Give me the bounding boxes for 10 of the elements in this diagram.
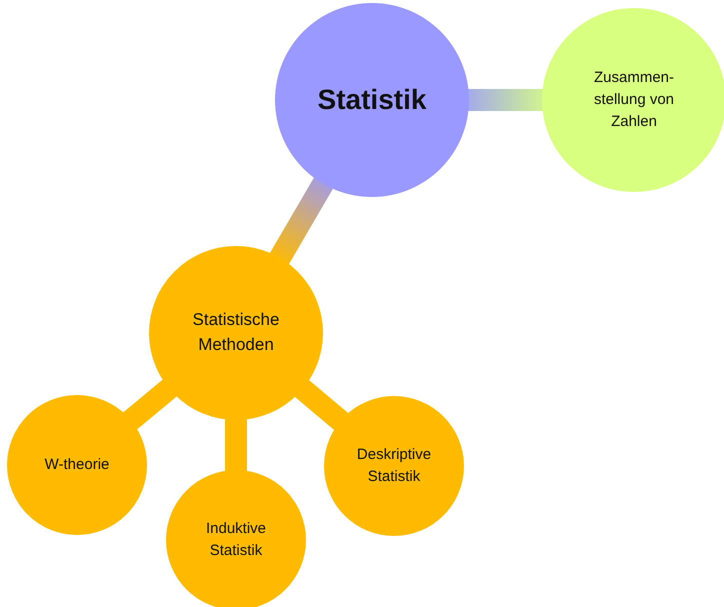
branch-connector bbox=[269, 176, 334, 266]
topic-label: W-theorie bbox=[44, 455, 110, 476]
topic-label: Deskriptive Statistik bbox=[356, 445, 432, 487]
branch-connector bbox=[225, 418, 247, 472]
topic-label: Induktive Statistik bbox=[204, 519, 268, 561]
topic-label: Zusammen-stellung von Zahlen bbox=[592, 68, 676, 132]
branch-connector bbox=[122, 378, 178, 430]
branch-connector bbox=[467, 89, 544, 111]
topic-label: Statistische Methoden bbox=[192, 309, 280, 356]
topic-label: Statistik bbox=[316, 82, 428, 117]
